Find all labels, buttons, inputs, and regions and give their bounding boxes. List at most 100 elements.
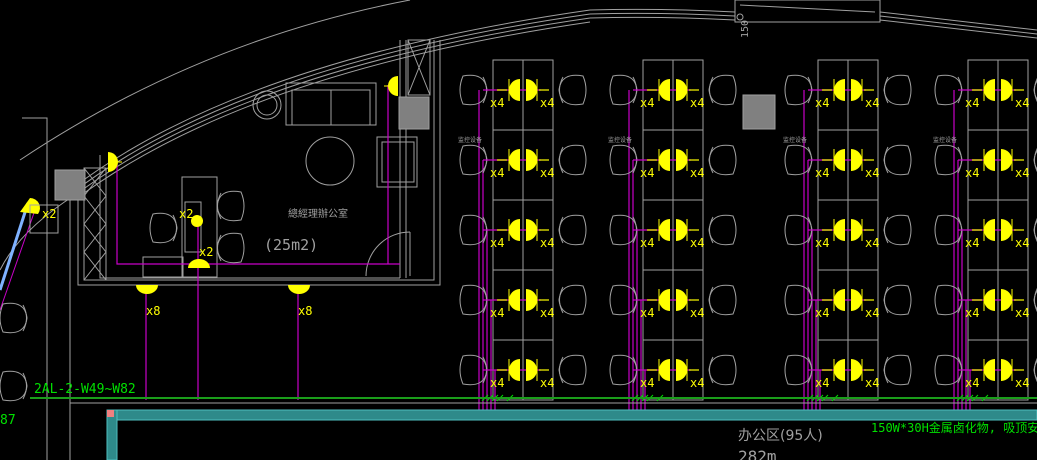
office-chair (0, 370, 28, 402)
facade-line (589, 8, 736, 13)
round-table (305, 136, 355, 186)
office-chair (784, 144, 813, 176)
desk-lamp-count: x2 (179, 207, 193, 221)
office-chair-back (172, 214, 177, 242)
corner-marker (107, 410, 114, 417)
desk-light-count-right: x4 (865, 236, 879, 250)
facade-line (75, 21, 591, 200)
office-chair (883, 214, 912, 246)
desk-light-icon (984, 359, 995, 381)
desk-light-count-right: x4 (540, 96, 554, 110)
office-chair (609, 214, 638, 246)
desk-light-count-right: x4 (1015, 166, 1029, 180)
desk-light-count-left: x4 (640, 236, 654, 250)
office-chair (558, 354, 587, 386)
desk-light-icon (676, 219, 687, 241)
desk-light-icon (509, 359, 520, 381)
facade-bay-line (739, 4, 876, 13)
desk-light-icon (676, 289, 687, 311)
office-chair (883, 284, 912, 316)
facade-line (589, 12, 736, 17)
desk-light-icon (834, 219, 845, 241)
desk-light-count-right: x4 (1015, 306, 1029, 320)
desk-light-count-left: x4 (815, 166, 829, 180)
office-chair (934, 214, 963, 246)
facade-outer-line (19, 0, 411, 161)
office-chair-back (22, 372, 27, 400)
executive-desk (181, 176, 218, 278)
desk-light-count-left: x4 (490, 376, 504, 390)
office-chair (609, 74, 638, 106)
plant-pot (252, 90, 282, 120)
plant-pot-inner (256, 94, 278, 116)
office-chair (934, 144, 963, 176)
office-chair (558, 74, 587, 106)
desk-light-count-left: x4 (815, 236, 829, 250)
corridor-wall (106, 409, 118, 460)
desk-light-icon (834, 289, 845, 311)
desk-light-count-left: x4 (490, 306, 504, 320)
column-marker (736, 13, 744, 21)
desk-return (184, 201, 202, 253)
desk-light-count-left: x4 (640, 306, 654, 320)
armchair-seat (381, 141, 415, 183)
office-chair (708, 74, 737, 106)
desk-light-icon (659, 219, 670, 241)
desk-light-icon (509, 149, 520, 171)
desk-light-count-left: x4 (640, 96, 654, 110)
office-fixtures (108, 76, 398, 294)
open-office-area: 282m (738, 447, 777, 460)
desk-light-icon (984, 289, 995, 311)
building-grid-lines (22, 117, 71, 460)
desk-light-icon (509, 79, 520, 101)
desk-light-count-left: x4 (965, 376, 979, 390)
armchair (376, 136, 418, 188)
junction-box (29, 204, 59, 234)
wall-light-count-left: x8 (146, 304, 160, 318)
side-cabinet (142, 256, 184, 278)
office-chair (708, 144, 737, 176)
office-chair (883, 144, 912, 176)
facade-bay (734, 0, 881, 23)
facade-line (879, 19, 1037, 39)
office-chair (558, 214, 587, 246)
desk-light-icon (1001, 149, 1012, 171)
office-chair-back (709, 146, 714, 174)
desk-light-count-right: x4 (865, 306, 879, 320)
office-chair (883, 74, 912, 106)
office-chair-back (884, 356, 889, 384)
wall-outer (77, 40, 441, 286)
fixture-note: 150W*30H金属卤化物, 吸顶安装 (871, 420, 1037, 435)
office-chair-back (709, 286, 714, 314)
desk-light-count-right: x4 (540, 166, 554, 180)
shaft (407, 39, 431, 96)
office-chair (609, 284, 638, 316)
desk-light-count-right: x4 (690, 236, 704, 250)
office-room-name: 總經理辦公室 (288, 207, 348, 220)
structural-column (398, 96, 430, 130)
desk-light-count-left: x4 (965, 236, 979, 250)
office-chair-back (559, 286, 564, 314)
office-chair-back (217, 192, 222, 220)
office-chair (459, 354, 488, 386)
desk-light-count-left: x4 (815, 306, 829, 320)
office-chair (558, 144, 587, 176)
corridor (106, 409, 1037, 460)
dimension-text: 150 (740, 20, 751, 38)
circuit-tag: 2AL-2-W49~W82 (34, 382, 136, 397)
desk-light-icon (1001, 219, 1012, 241)
left-edge-number: 87 (0, 413, 16, 428)
office-chair (459, 214, 488, 246)
corridor-wall (106, 409, 1037, 421)
open-office-name: 办公区(95人) (738, 428, 823, 444)
wall-inner (99, 155, 400, 279)
desk-light-count-right: x4 (690, 166, 704, 180)
door-light-icon (188, 259, 210, 268)
desk-light-count-left: x4 (965, 96, 979, 110)
office-chair-back (884, 286, 889, 314)
wall-washer-icon (136, 285, 158, 294)
office-chair-back (884, 216, 889, 244)
desk-light-icon (834, 79, 845, 101)
